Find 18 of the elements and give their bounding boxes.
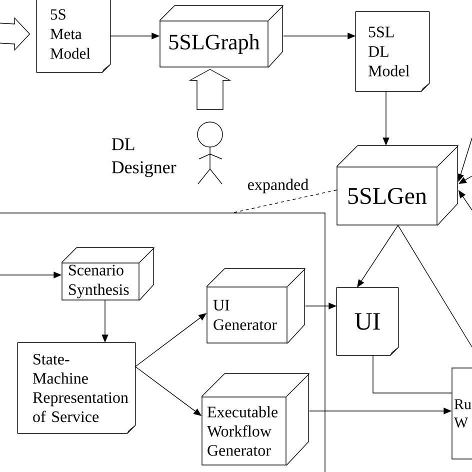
connector-line [372, 355, 452, 394]
node-label: DL Designer [112, 138, 176, 178]
cube-box: UI Generator [206, 268, 306, 344]
edge-label: expanded [246, 178, 310, 194]
cube-box: 5SLGen [336, 145, 459, 226]
document-box: UI [336, 287, 399, 356]
block-arrow [0, 17, 30, 51]
document-box: 5S Meta Model [36, 0, 111, 73]
dashed-line [233, 190, 337, 213]
process-box: Ru W [452, 368, 472, 460]
block-arrow [188, 68, 232, 110]
connector-line [398, 225, 472, 348]
cube-box: Executable Workflow Generator [201, 373, 310, 466]
document-box: State-Machine Representation of Service [17, 342, 136, 434]
frame-box [0, 212, 326, 472]
document-box: 5SL DL Model [355, 11, 430, 92]
cube-box: 5SLGraph [159, 5, 284, 68]
cube-box: Scenario Synthesis [61, 247, 155, 301]
